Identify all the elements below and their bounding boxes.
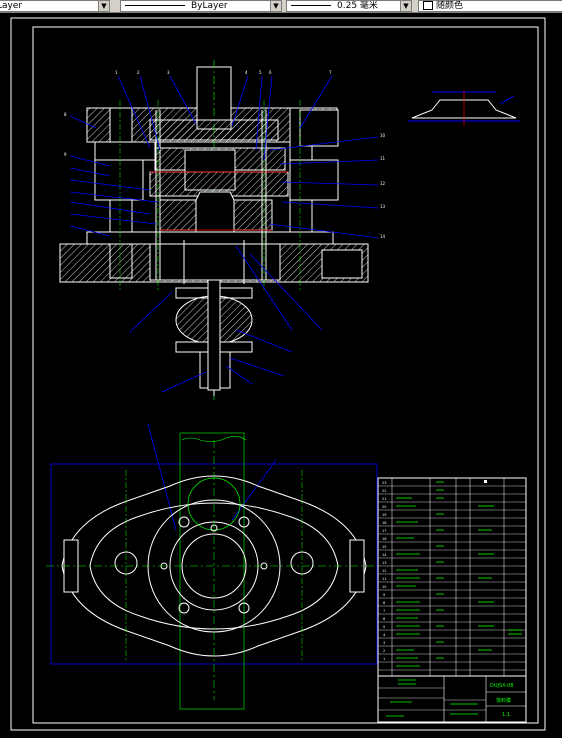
svg-text:15: 15 [382, 545, 386, 549]
chevron-down-icon[interactable]: ▼ [400, 1, 411, 11]
leader-lines [69, 75, 379, 531]
sheet-outer-border [10, 17, 546, 731]
svg-text:17: 17 [382, 529, 386, 533]
svg-text:11: 11 [382, 577, 386, 581]
svg-text:8: 8 [64, 112, 67, 117]
title-block-scale: 1:1 [502, 712, 510, 718]
svg-text:7: 7 [329, 70, 332, 75]
chevron-down-icon[interactable]: ▼ [98, 1, 109, 11]
linetype-combo[interactable]: ByLayer ▼ [120, 0, 282, 12]
svg-text:10: 10 [382, 585, 386, 589]
title-block-code: DUJSX-08 [490, 683, 514, 689]
svg-text:6: 6 [383, 617, 385, 621]
layer-combo[interactable]: Layer ▼ [0, 0, 110, 12]
svg-text:14: 14 [382, 553, 387, 557]
svg-text:4: 4 [245, 70, 248, 75]
svg-text:5: 5 [383, 625, 385, 629]
svg-text:21: 21 [382, 497, 386, 501]
svg-text:10: 10 [380, 133, 386, 138]
color-combo[interactable]: 随颜色 [418, 0, 562, 12]
svg-text:22: 22 [382, 489, 386, 493]
svg-text:1: 1 [383, 657, 385, 661]
svg-text:23: 23 [382, 481, 386, 485]
svg-text:2: 2 [137, 70, 140, 75]
svg-text:7: 7 [383, 609, 385, 613]
title-block-name: 落料模 [496, 697, 511, 704]
chevron-down-icon[interactable]: ▼ [270, 1, 281, 11]
svg-text:5: 5 [259, 70, 262, 75]
svg-text:11: 11 [380, 156, 386, 161]
svg-text:2: 2 [383, 649, 385, 653]
svg-text:12: 12 [380, 181, 386, 186]
sheet-inner-border [32, 26, 539, 724]
part-sketch [408, 90, 520, 126]
color-swatch [423, 1, 433, 10]
svg-text:3: 3 [383, 641, 385, 645]
svg-text:6: 6 [269, 70, 272, 75]
svg-text:12: 12 [382, 569, 386, 573]
svg-text:18: 18 [382, 521, 386, 525]
svg-text:9: 9 [383, 593, 385, 597]
die-section-view [59, 60, 369, 400]
lineweight-combo[interactable]: 0.25 毫米 ▼ [286, 0, 412, 12]
svg-text:14: 14 [380, 234, 386, 239]
cad-toolbar: Layer ▼ ByLayer ▼ 0.25 毫米 ▼ 随颜色 [0, 0, 562, 13]
svg-text:3: 3 [167, 70, 170, 75]
svg-text:20: 20 [382, 505, 386, 509]
svg-text:13: 13 [382, 561, 386, 565]
svg-text:1: 1 [115, 70, 118, 75]
svg-text:16: 16 [382, 537, 386, 541]
svg-text:13: 13 [380, 204, 386, 209]
die-plan-view [46, 432, 382, 710]
svg-text:8: 8 [383, 601, 385, 605]
svg-text:9: 9 [64, 152, 67, 157]
svg-text:4: 4 [383, 633, 386, 637]
svg-text:19: 19 [382, 513, 386, 517]
title-block: DUJSX-08 落料模 1:1 [377, 675, 527, 723]
